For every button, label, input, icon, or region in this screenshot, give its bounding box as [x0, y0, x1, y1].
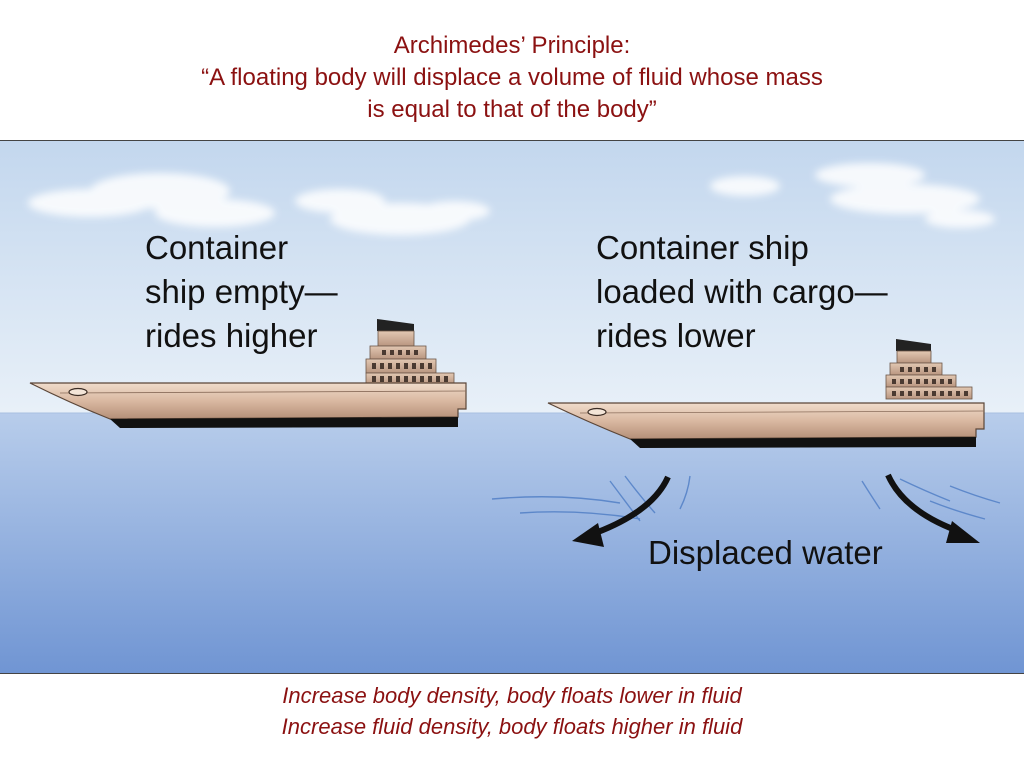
- figure-illustration: [0, 141, 1024, 673]
- displaced-water-label: Displaced water: [648, 534, 883, 571]
- footer-line-2: Increase fluid density, body floats high…: [281, 714, 743, 739]
- loaded-ship-label: Container ship loaded with cargo— rides …: [596, 226, 888, 358]
- title-line-3: is equal to that of the body”: [367, 96, 657, 123]
- empty-ship-superstructure: [365, 319, 455, 386]
- right-arrowhead: [946, 521, 980, 543]
- empty-ship-label: Container ship empty— rides higher: [145, 226, 338, 358]
- empty-ship-label-line-3: rides higher: [145, 317, 318, 354]
- slide-title: Archimedes’ Principle: “A floating body …: [0, 30, 1024, 126]
- left-displacement-arrow: [588, 475, 671, 538]
- empty-ship-label-line-2: ship empty—: [145, 273, 338, 310]
- footer-line-1: Increase body density, body floats lower…: [282, 683, 742, 708]
- archimedes-figure: Container ship empty— rides higher Conta…: [0, 140, 1024, 674]
- empty-ship-keel: [110, 417, 458, 428]
- loaded-ship-superstructure: [885, 339, 973, 400]
- loaded-container-ship: [547, 339, 985, 448]
- water: [0, 413, 1024, 673]
- clouds: [28, 163, 995, 235]
- empty-ship-anchor-port: [68, 387, 88, 397]
- right-displacement-arrow: [885, 473, 960, 534]
- displaced-water-arrows: [572, 473, 980, 547]
- empty-ship-hull: [29, 382, 467, 420]
- loaded-ship-anchor-port: [587, 407, 607, 417]
- loaded-ship-hull: [547, 402, 985, 440]
- loaded-ship-label-line-3: rides lower: [596, 317, 756, 354]
- title-line-1: Archimedes’ Principle:: [393, 32, 631, 59]
- loaded-ship-label-line-2: loaded with cargo—: [596, 273, 888, 310]
- title-line-2: “A floating body will displace a volume …: [201, 64, 823, 91]
- water-ripples: [491, 475, 1001, 522]
- left-arrowhead: [572, 523, 604, 547]
- slide-footer: Increase body density, body floats lower…: [0, 680, 1024, 742]
- loaded-ship-label-line-1: Container ship: [596, 229, 809, 266]
- empty-ship-label-line-1: Container: [145, 229, 289, 266]
- empty-container-ship: [29, 319, 467, 428]
- loaded-ship-keel: [630, 437, 976, 448]
